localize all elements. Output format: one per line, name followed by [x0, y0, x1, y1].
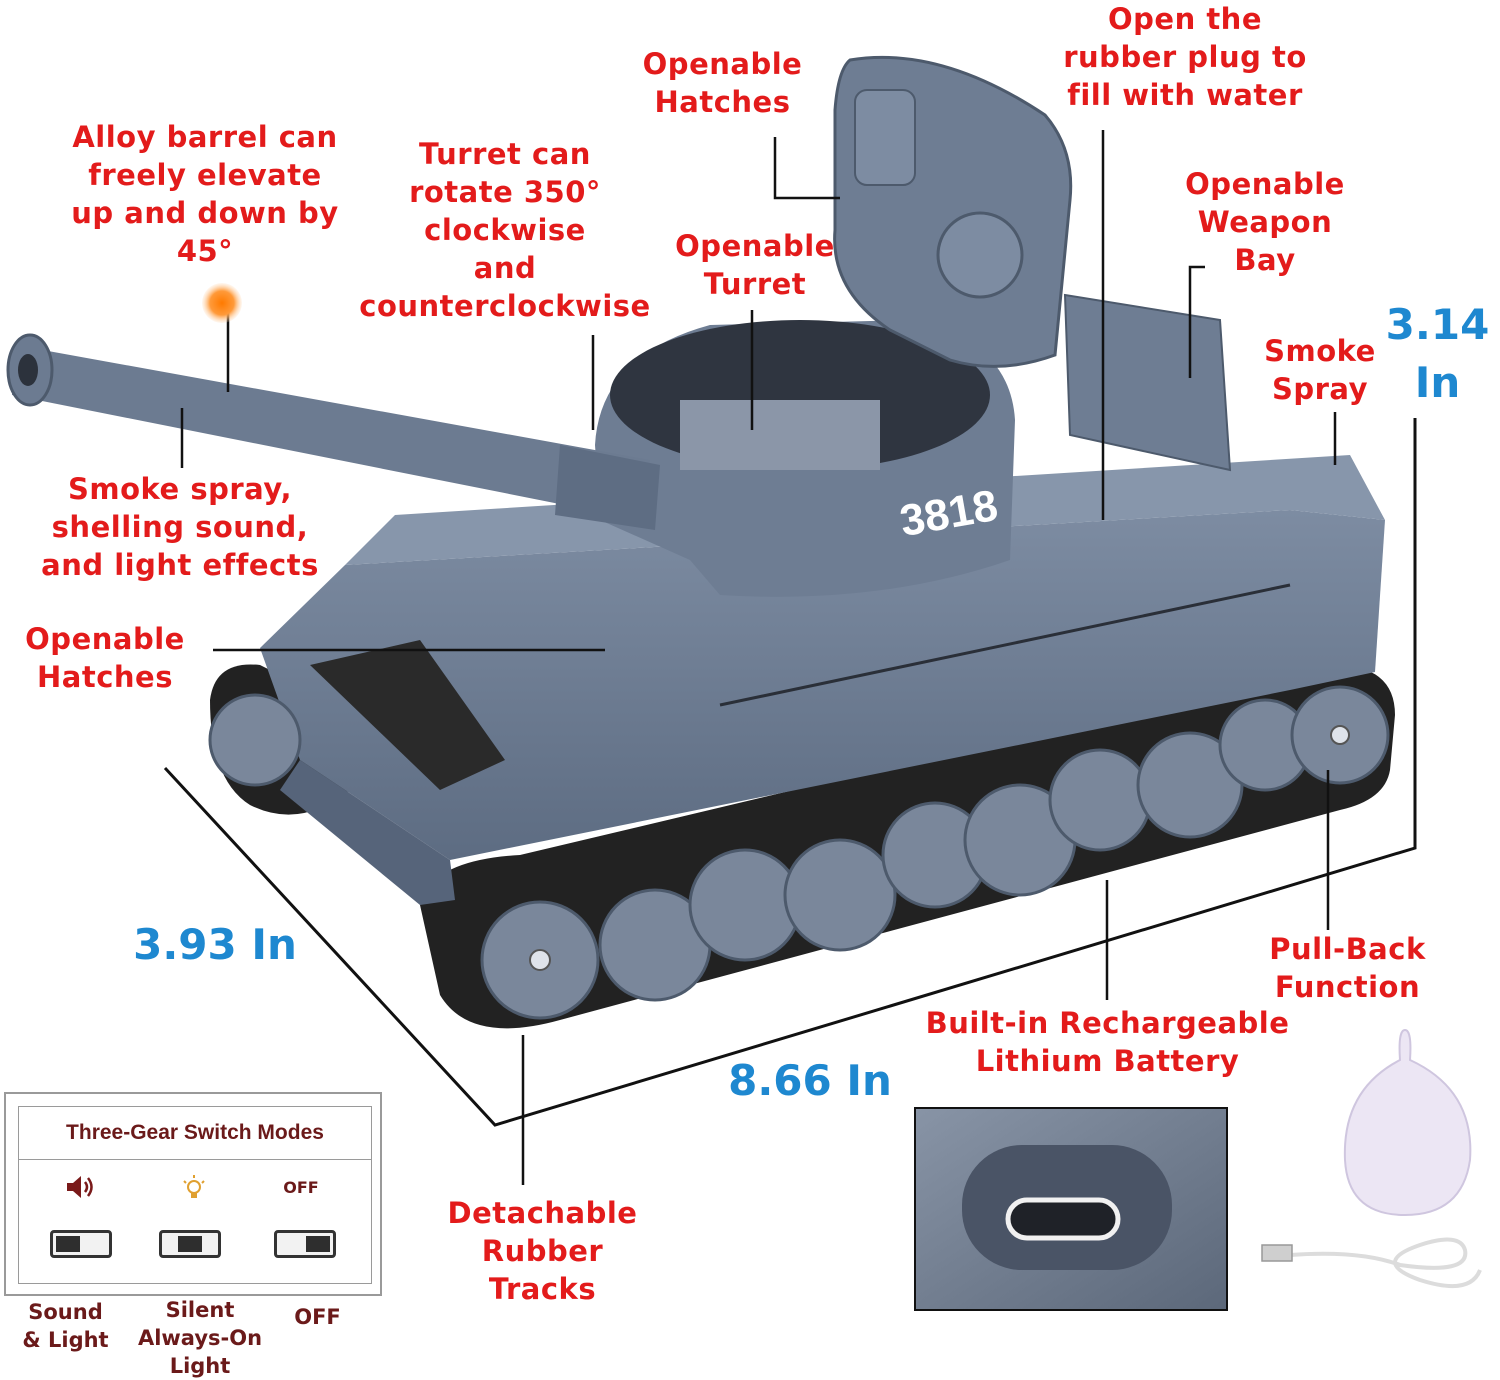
road-wheels [208, 685, 1390, 1020]
weapon-bay-door [1063, 293, 1232, 472]
lightbulb-icon [164, 1173, 224, 1203]
usb-c-port-inset [914, 1107, 1228, 1311]
label-smoke-spray: Smoke Spray [1264, 334, 1376, 406]
sound-light-switch[interactable] [50, 1230, 112, 1258]
switch-knob [56, 1236, 80, 1252]
switch-knob [178, 1236, 202, 1252]
dimension-lines [163, 418, 1417, 1127]
usb-cable-icon [1261, 1237, 1482, 1288]
water-bulb-icon [1343, 1028, 1472, 1217]
label-smoke-effects: Smoke spray, shelling sound, and light e… [41, 472, 319, 582]
speaker-icon [50, 1173, 110, 1203]
dimension-width: 3.93 In [133, 920, 297, 969]
label-openable-weapon-bay: Openable Weapon Bay [1185, 167, 1345, 277]
dimension-height: 3.14 In [1385, 300, 1490, 407]
switch-modes-frame: Three-Gear Switch Modes [18, 1106, 372, 1284]
off-switch[interactable] [274, 1230, 336, 1258]
label-openable-hatches-side: Openable Hatches [25, 622, 185, 694]
callout-lines [180, 130, 1337, 1185]
label-openable-hatches-top: Openable Hatches [642, 47, 803, 119]
off-icon: OFF [283, 1178, 319, 1197]
wheel-hubs [529, 725, 1350, 971]
label-alloy-barrel: Alloy barrel can freely elevate up and d… [71, 120, 339, 268]
mode-label-sound-light: Sound & Light [22, 1300, 109, 1352]
silent-light-switch[interactable] [159, 1230, 221, 1258]
label-water-plug: Open the rubber plug to fill with water [1063, 2, 1307, 112]
label-openable-turret: Openable Turret [675, 229, 835, 301]
label-detachable-tracks: Detachable Rubber Tracks [447, 1196, 638, 1306]
mode-label-off: OFF [294, 1305, 341, 1329]
mode-label-silent-light: Silent Always-On Light [137, 1298, 263, 1378]
tank-barrel [6, 333, 660, 530]
switch-knob [306, 1236, 330, 1252]
label-turret-rotate: Turret can rotate 350° clockwise and cou… [359, 137, 651, 323]
label-battery: Built-in Rechargeable Lithium Battery [925, 1006, 1290, 1078]
switch-modes-title: Three-Gear Switch Modes [19, 1107, 371, 1160]
label-pullback: Pull-Back Function [1269, 932, 1426, 1004]
dimension-length: 8.66 In [728, 1056, 892, 1105]
tank-turret [595, 320, 1015, 597]
turret-hatch [833, 55, 1073, 368]
light-indicator-icon [202, 283, 242, 323]
